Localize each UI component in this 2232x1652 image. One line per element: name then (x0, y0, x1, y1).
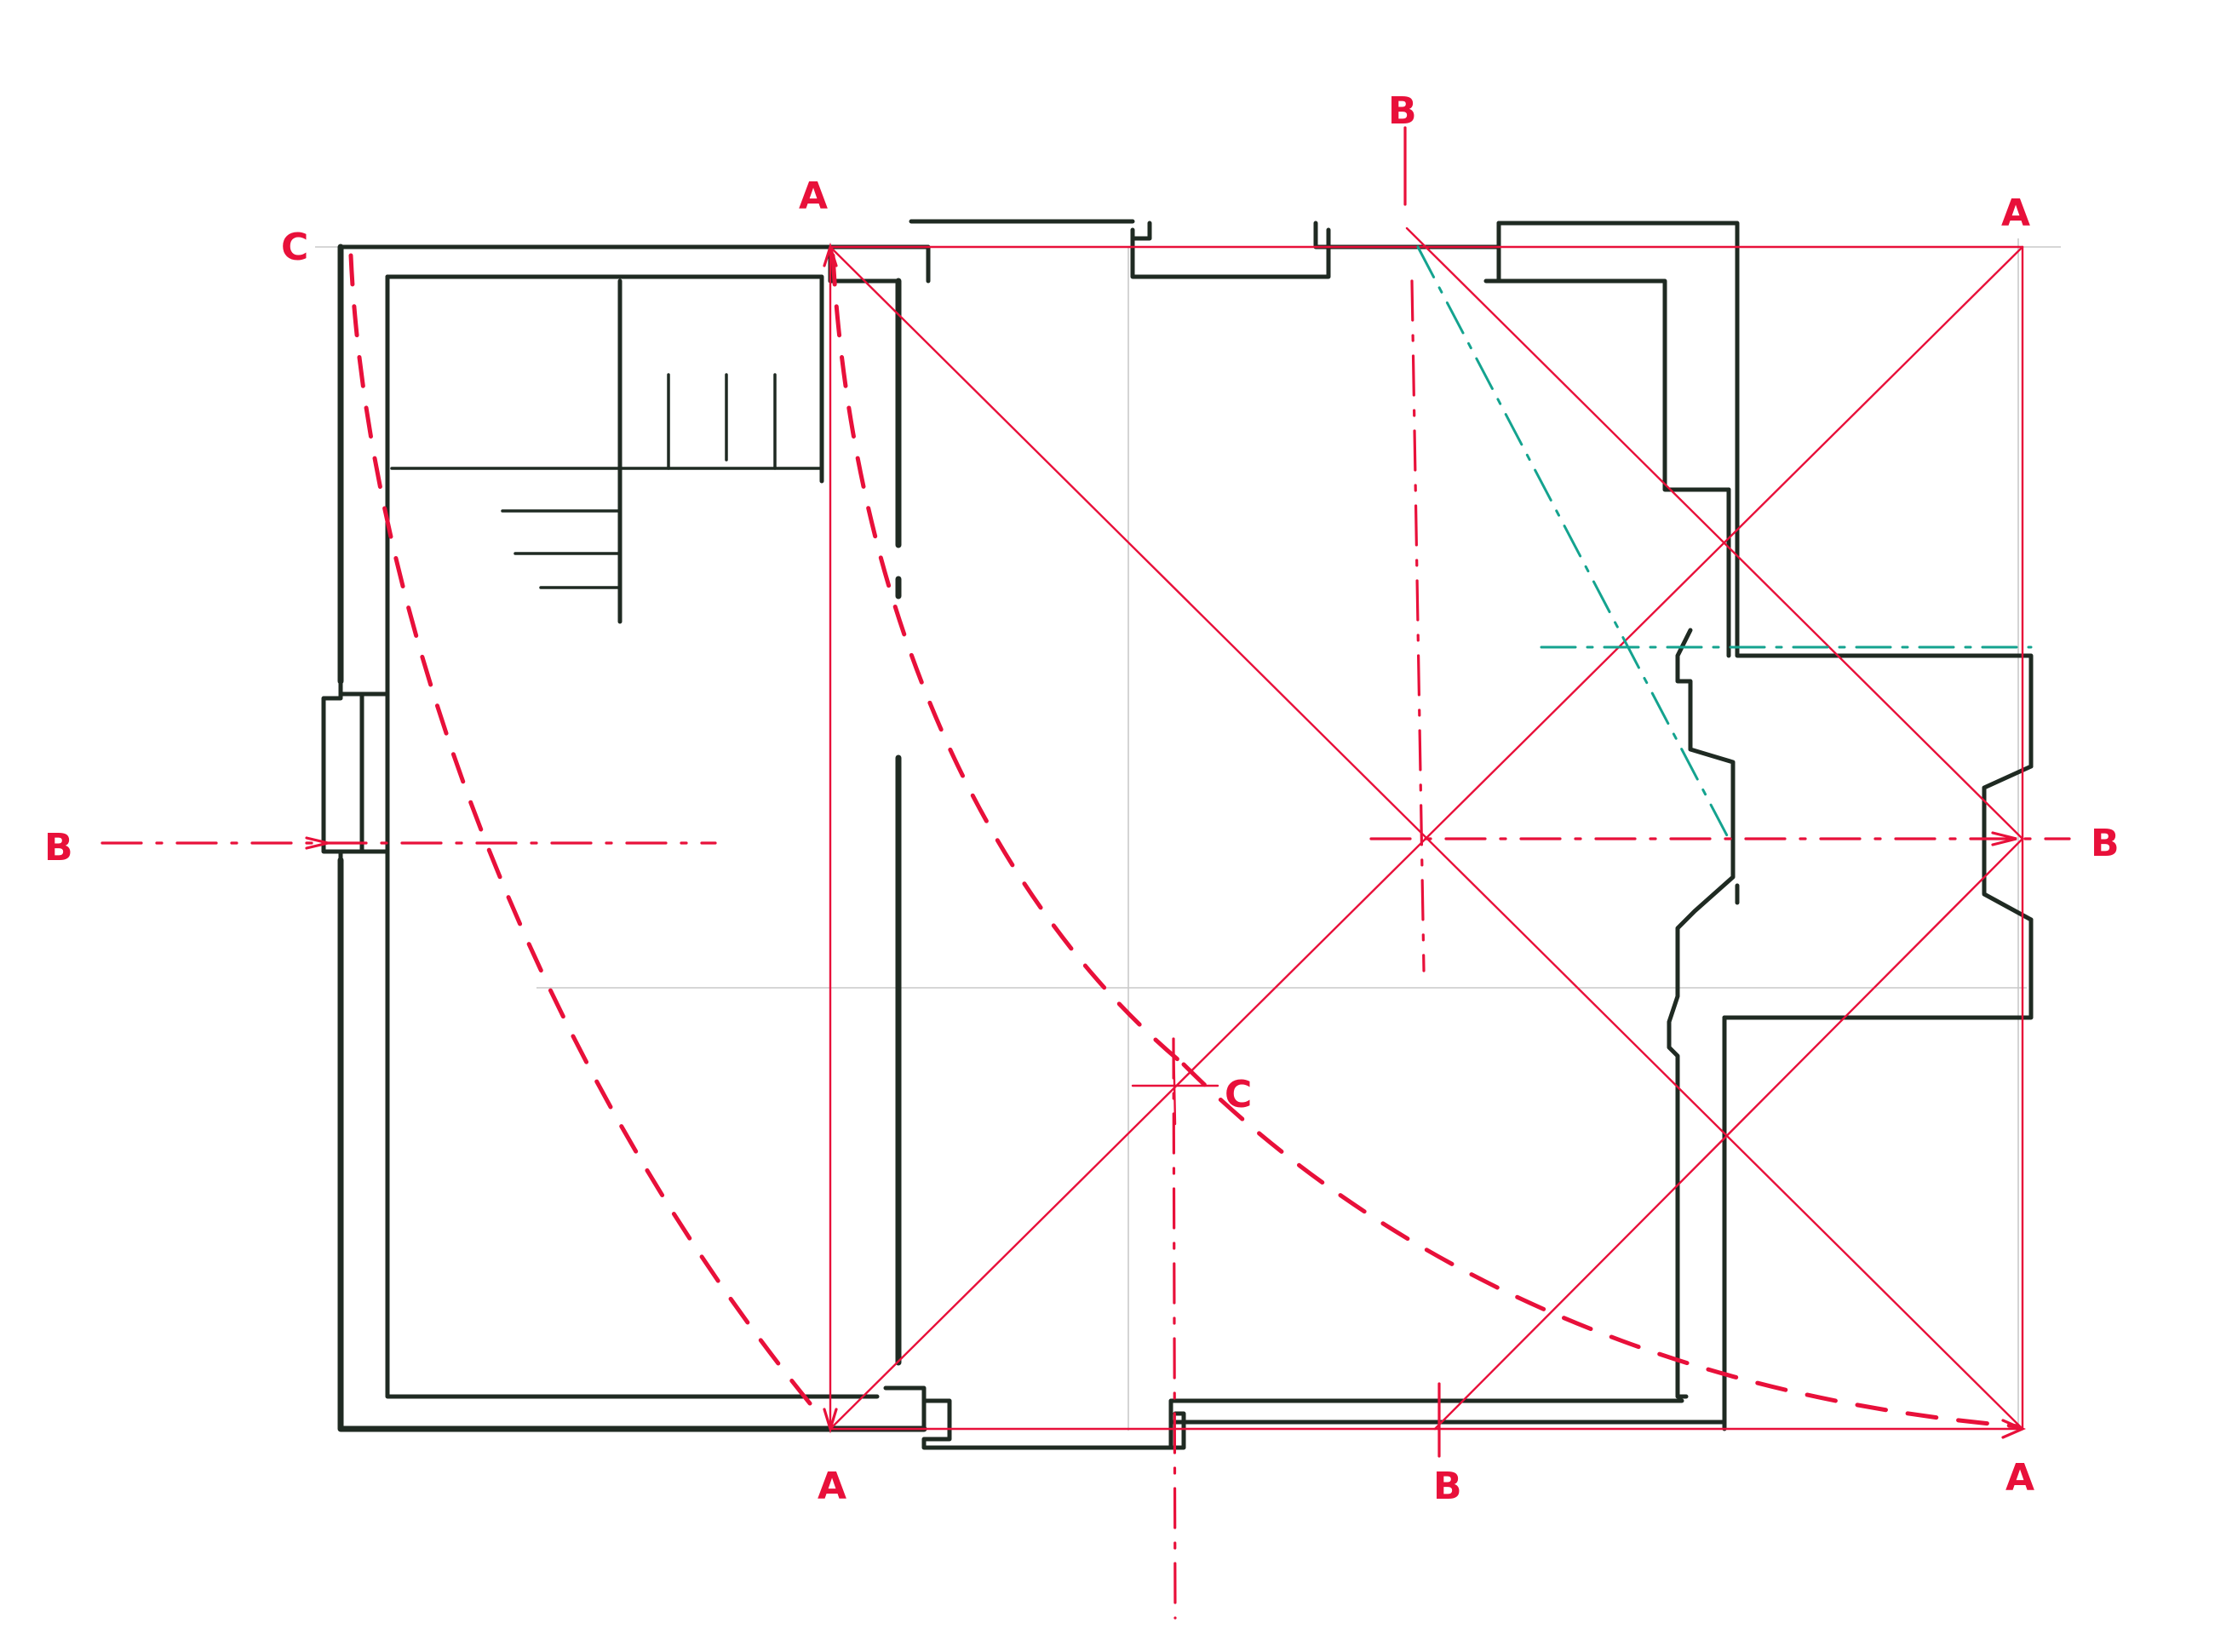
label-b-left: B (44, 826, 73, 869)
stair (390, 278, 823, 624)
diagonal-b-to-b-2 (1433, 837, 2024, 1431)
arc-c-to-a (348, 253, 824, 1420)
right-room-side-wall (1735, 470, 2034, 769)
label-b-top: B (1388, 89, 1417, 133)
label-a-top-right: A (2001, 192, 2030, 235)
bay-window (1982, 764, 2034, 922)
label-b-bottom: B (1433, 1465, 1462, 1508)
left-room-outer-wall (337, 244, 927, 1432)
label-a-top-left: A (799, 175, 828, 218)
left-door (321, 679, 390, 863)
floor-plan-walls (321, 219, 2034, 1450)
construction-lines (100, 126, 2071, 1620)
pencil-guides (315, 238, 2061, 1431)
diagonal-b-to-b-1 (1405, 227, 2024, 840)
right-room-bottom-wall (883, 1385, 1186, 1450)
label-b-right: B (2091, 822, 2120, 865)
vertical-axis-b (1410, 279, 1426, 972)
accent-lines (1416, 245, 2033, 840)
label-a-bottom-right: A (2005, 1456, 2034, 1500)
vertical-axis-c (1172, 1037, 1177, 1620)
label-a-bottom-left: A (818, 1465, 846, 1508)
label-c-center: C (1225, 1073, 1252, 1116)
label-c-top-left: C (281, 226, 308, 269)
accent-diagonal (1416, 245, 1730, 840)
left-room-inner-wall (385, 274, 880, 1399)
point-labels: A A A A B B B B C C (44, 89, 2120, 1508)
arc-a-to-c (830, 253, 1186, 1067)
right-room-top-wall (909, 219, 1331, 279)
arc-c-to-a-bottom (1181, 1062, 2021, 1429)
